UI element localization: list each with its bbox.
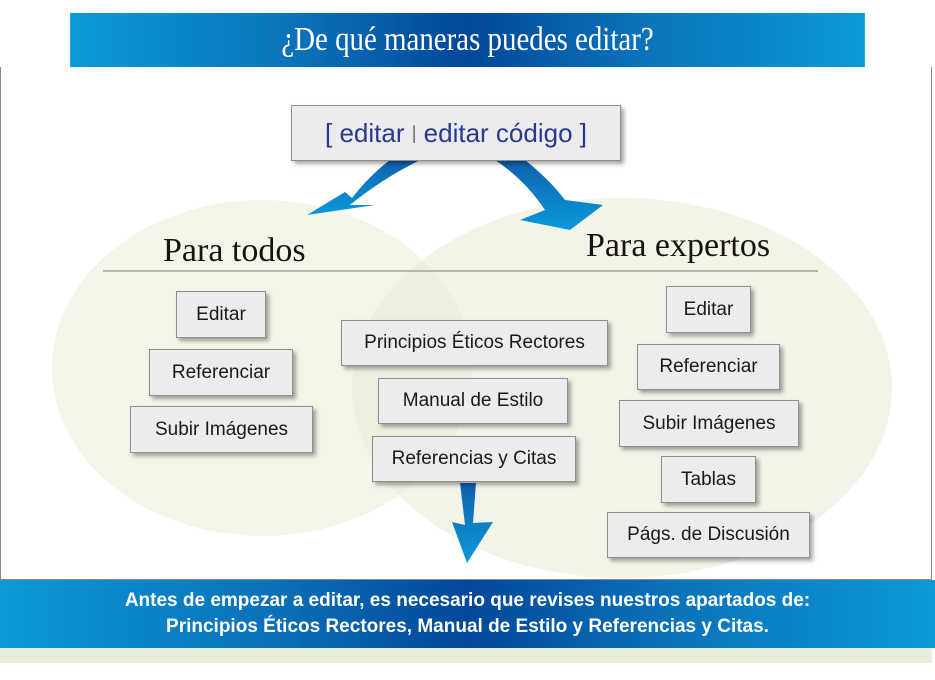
bracket-close: ] (579, 117, 588, 148)
link-editar[interactable]: editar (339, 117, 405, 148)
right-item: Editar (666, 286, 751, 333)
ellipse-para-expertos (352, 198, 892, 578)
arrow-left-icon (307, 160, 420, 215)
right-item: Págs. de Discusión (607, 512, 810, 558)
right-item: Referenciar (637, 344, 780, 390)
page-title: ¿De qué maneras puedes editar? (70, 13, 865, 67)
arrow-down-icon (452, 483, 493, 563)
link-editar-codigo[interactable]: editar código (423, 117, 573, 148)
footer-line-1: Antes de empezar a editar, es necesario … (124, 590, 811, 611)
heading-para-todos: Para todos (163, 232, 306, 269)
right-item: Tablas (661, 456, 756, 503)
left-item: Subir Imágenes (130, 406, 313, 453)
middle-item: Principios Éticos Rectores (341, 320, 608, 366)
arrow-right-icon (495, 160, 603, 230)
frame (0, 67, 932, 580)
middle-item: Manual de Estilo (378, 378, 568, 424)
right-item: Subir Imágenes (619, 400, 799, 447)
bracket-open: [ (324, 117, 333, 148)
footer-note: Antes de empezar a editar, es necesario … (0, 580, 935, 648)
heading-para-expertos: Para expertos (586, 227, 771, 264)
edit-links-box: [ editar | editar código ] (291, 105, 621, 161)
separator: | (411, 122, 417, 143)
footer-line-2: Principios Éticos Rectores, Manual de Es… (166, 616, 769, 637)
left-item: Referenciar (149, 349, 293, 396)
middle-item: Referencias y Citas (372, 436, 576, 482)
bottom-strip (0, 648, 932, 663)
left-item: Editar (176, 291, 266, 338)
